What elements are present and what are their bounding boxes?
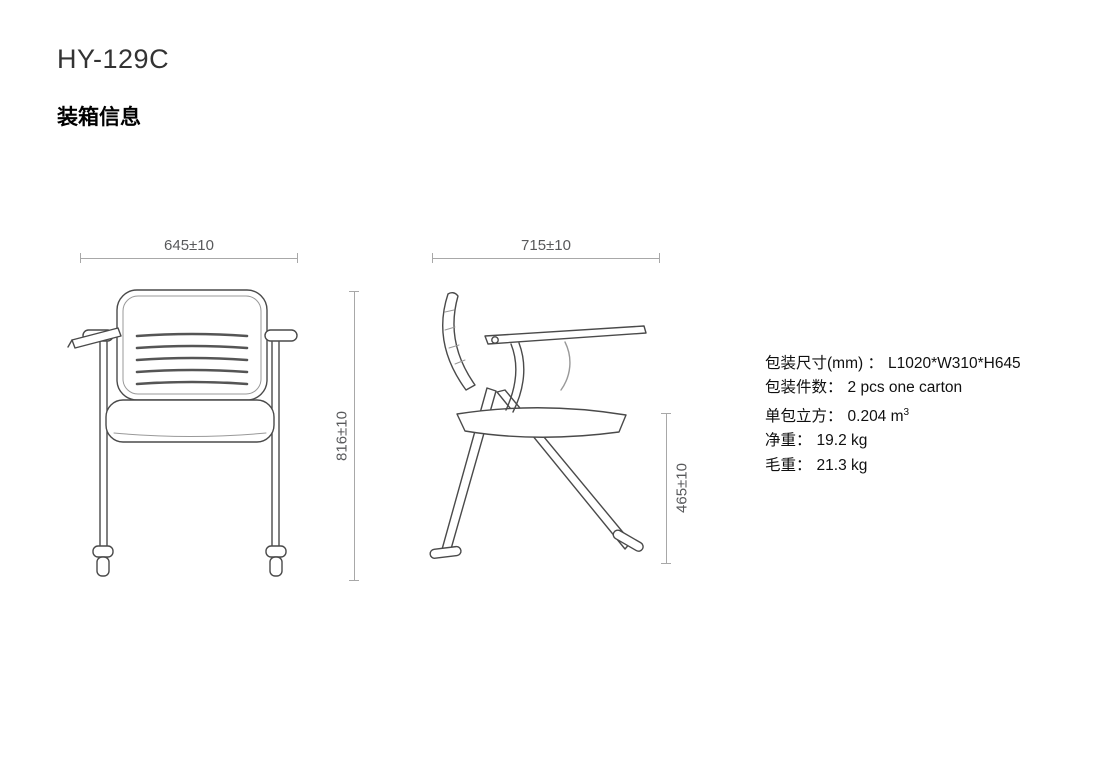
spec-row-gross-weight: 毛重：21.3 kg [765,454,1021,478]
dimension-tick [661,413,671,414]
front-folded-tablet [67,327,122,349]
side-armrest-support [505,342,525,413]
spec-label: 毛重： [765,456,812,474]
front-right-armrest [264,329,298,342]
dimension-tick [349,291,359,292]
spec-value: 21.3 kg [816,456,868,474]
front-seat [105,399,275,443]
spec-row-package-size: 包装尺寸(mm) ：L1020*W310*H645 [765,352,1021,376]
spec-label: 包装尺寸(mm) ： [765,355,883,372]
dimension-tick [661,563,671,564]
chair-side-view-drawing [429,291,647,559]
spec-value-superscript: 3 [903,406,910,418]
packing-info-heading: 装箱信息 [57,106,141,129]
dimension-tick [432,253,433,263]
product-model-title: HY-129C [57,44,170,74]
dimension-tick [659,253,660,263]
spec-value: 0.204 m [847,407,904,425]
dimension-tick [80,253,81,263]
side-far-armrest [560,341,571,391]
front-width-dimension-line [80,258,298,259]
spec-row-net-weight: 净重：19.2 kg [765,429,1021,453]
spec-label: 单包立方： [765,407,843,425]
front-height-dimension-line [354,291,355,580]
packing-spec-list: 包装尺寸(mm) ：L1020*W310*H645 包装件数：2 pcs one… [765,352,1021,478]
spec-value: 2 pcs one carton [847,379,963,397]
side-height-dimension-line [666,413,667,563]
spec-value: L1020*W310*H645 [887,355,1021,372]
side-width-dimension-line [432,258,660,259]
front-feet [92,545,287,577]
spec-row-package-count: 包装件数：2 pcs one carton [765,376,1021,400]
front-legs [99,341,280,549]
front-backrest [116,289,268,401]
dimension-tick [349,580,359,581]
side-feet [429,529,644,559]
spec-label: 净重： [765,432,812,450]
side-seat [456,407,627,438]
chair-front-view-drawing [67,289,298,577]
spec-row-package-volume: 单包立方：0.204 m3 [765,401,1021,430]
side-width-dimension-label: 715±10 [521,237,571,254]
dimension-tick [297,253,298,263]
front-width-dimension-label: 645±10 [164,237,214,254]
side-tablet [484,325,647,345]
spec-label: 包装件数： [765,379,843,397]
front-height-dimension-label: 816±10 [333,411,351,461]
spec-value: 19.2 kg [816,432,868,450]
side-backrest [441,291,476,391]
